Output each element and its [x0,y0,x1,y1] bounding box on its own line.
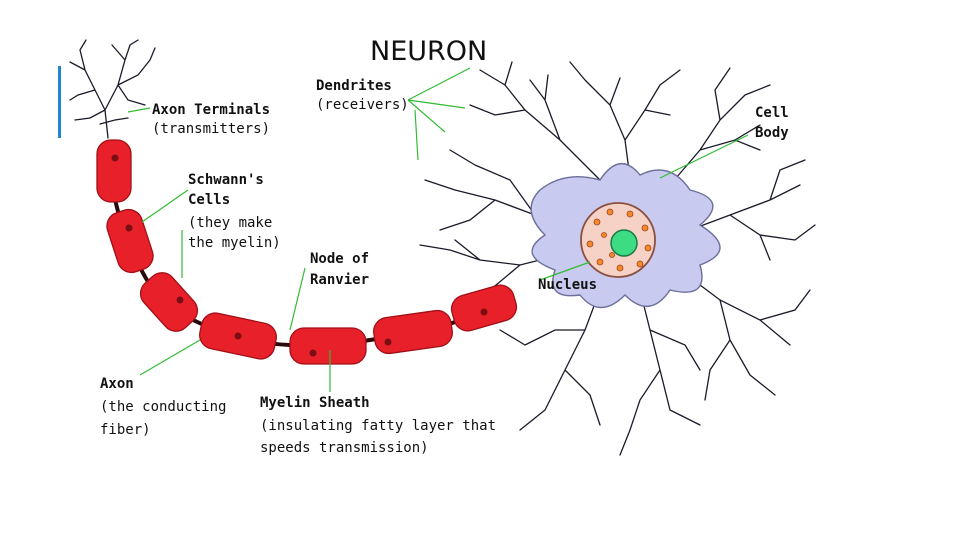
label-myelin-note2: speeds transmission) [260,440,429,456]
axon-terminals-drawing [69,39,156,139]
myelin-segment [373,309,453,355]
nucleolus [610,229,638,257]
schwann-nuclei [111,154,488,357]
dendrite-branch [469,61,601,181]
accent-bar [58,66,61,138]
label-schwann-line2: Cells [188,192,230,208]
dendrites-group [419,61,816,456]
label-axon: Axon [100,376,134,392]
label-schwann-note2: the myelin) [188,235,281,251]
label-schwann-line1: Schwann's [188,172,264,188]
label-dendrites: Dendrites [316,78,392,94]
leader-lines [127,67,749,392]
myelin-segment [289,327,367,365]
myelin-segment [106,208,154,274]
label-node-ranvier-line2: Ranvier [310,272,369,288]
nucleus [580,202,656,278]
dendrite-branch [679,269,811,401]
diagram-title: NEURON [370,36,487,67]
dendrite-branch [619,289,701,456]
label-cell-body-line2: Body [755,125,789,141]
dendrite-branch [569,61,681,179]
dendrite-branch [689,159,816,261]
myelin-segment [139,272,199,332]
dendrite-branch [669,67,771,186]
label-axon-note1: (the conducting [100,399,226,415]
dendrite-branch [499,289,601,431]
label-nucleus: Nucleus [538,277,597,293]
label-axon-terminals-note: (transmitters) [152,121,270,137]
myelin-segment [96,139,132,203]
label-cell-body-line1: Cell [755,105,789,121]
nucleus-granules [586,208,652,272]
label-dendrites-note: (receivers) [316,97,409,113]
dendrite-branch [424,149,576,231]
label-myelin-sheath: Myelin Sheath [260,395,370,411]
label-schwann-note1: (they make [188,215,272,231]
label-myelin-note1: (insulating fatty layer that [260,418,496,434]
myelin-segments [96,139,518,365]
label-axon-note2: fiber) [100,422,151,438]
axon [96,139,518,365]
myelin-segment [450,284,518,332]
label-axon-terminals: Axon Terminals [152,102,270,118]
label-node-ranvier-line1: Node of [310,251,369,267]
